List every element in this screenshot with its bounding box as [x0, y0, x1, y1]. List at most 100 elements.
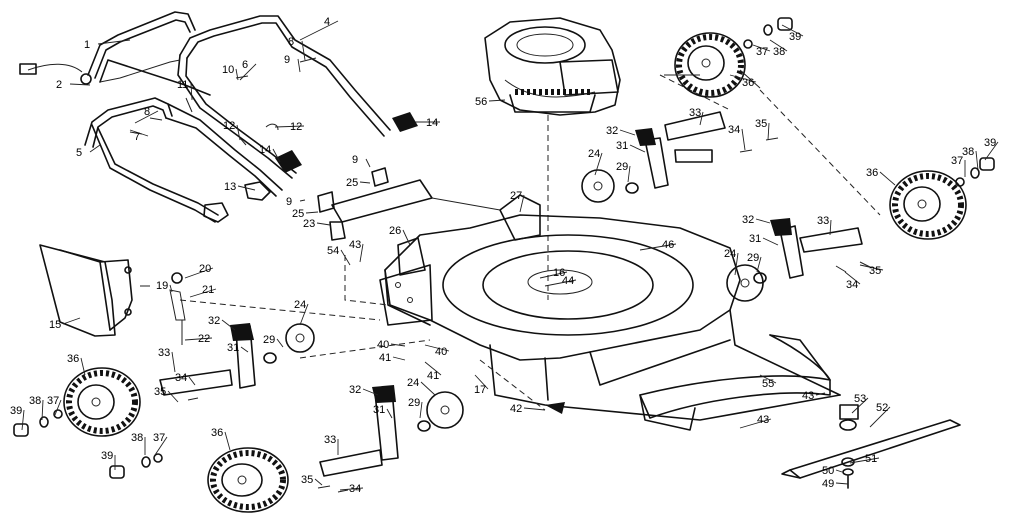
callout-29: 29 — [263, 334, 284, 348]
callout-leader — [781, 24, 804, 37]
part-number-label: 12 — [290, 121, 302, 133]
callout-leader — [544, 279, 577, 287]
callout-6: 6 — [239, 59, 257, 81]
part-number-label: 14 — [426, 117, 438, 129]
part-number-label: 38 — [773, 46, 785, 58]
part-number-label: 31 — [373, 404, 385, 416]
part-number-label: 36 — [211, 427, 223, 439]
part-number-label: 34 — [846, 279, 858, 291]
callout-24: 24 — [588, 148, 603, 176]
callout-2: 2 — [56, 79, 91, 91]
callout-24: 24 — [407, 377, 436, 396]
part-number-label: 37 — [951, 155, 963, 167]
part-number-label: 33 — [324, 434, 336, 446]
wheels — [13, 17, 995, 513]
callout-leader — [975, 150, 979, 171]
callout-leader — [755, 218, 771, 224]
callout-leader — [767, 122, 770, 141]
callout-44: 44 — [544, 275, 577, 287]
part-number-label: 36 — [742, 77, 754, 89]
callout-leader — [299, 20, 339, 41]
callout-leader — [539, 271, 568, 279]
callout-21: 21 — [189, 284, 217, 298]
part-number-label: 51 — [865, 453, 877, 465]
callout-leader — [301, 40, 306, 61]
callout-leader — [240, 346, 249, 353]
part-number-label: 21 — [202, 284, 214, 296]
part-number-label: 36 — [67, 353, 79, 365]
callout-leader — [339, 487, 364, 491]
callout-27: 27 — [510, 190, 525, 213]
callout-36: 36 — [866, 167, 896, 186]
callout-leader — [984, 141, 999, 161]
callout-leader — [359, 181, 371, 184]
callout-leader — [769, 39, 788, 52]
callout-leader — [62, 317, 81, 325]
part-number-label: 41 — [379, 352, 391, 364]
callout-41: 41 — [424, 361, 442, 382]
callout-leader — [314, 478, 323, 486]
callout-15: 15 — [49, 317, 81, 331]
part-number-label: 44 — [562, 275, 574, 287]
callout-leader — [835, 482, 849, 485]
callout-34: 34 — [844, 271, 861, 291]
callout-33: 33 — [817, 215, 832, 236]
callout-12: 12 — [223, 120, 241, 141]
part-number-label: 35 — [154, 386, 166, 398]
part-number-label: 34 — [349, 483, 361, 495]
callout-36: 36 — [67, 353, 86, 376]
callout-leader — [171, 351, 176, 373]
callout-leader — [639, 243, 677, 251]
callout-17: 17 — [474, 374, 489, 396]
part-number-label: 31 — [227, 342, 239, 354]
part-number-label: 37 — [153, 432, 165, 444]
part-number-label: 43 — [757, 414, 769, 426]
callout-39: 39 — [10, 405, 25, 431]
callout-leader — [54, 399, 62, 416]
callout-leader — [184, 337, 213, 341]
callout-35: 35 — [154, 386, 179, 403]
callout-14: 14 — [415, 117, 440, 129]
callout-leader — [762, 237, 779, 246]
callout-37: 37 — [951, 155, 966, 177]
part-number-label: 32 — [208, 315, 220, 327]
callout-20: 20 — [184, 263, 214, 279]
part-number-label: 34 — [175, 372, 187, 384]
callout-leader — [741, 128, 746, 151]
callout-leader — [523, 407, 546, 411]
part-number-label: 12 — [223, 120, 235, 132]
callout-leader — [239, 63, 257, 81]
callout-4: 4 — [299, 16, 339, 41]
part-number-label: 19 — [156, 280, 168, 292]
callout-leader — [305, 211, 319, 214]
part-number-label: 9 — [352, 154, 358, 166]
part-number-label: 33 — [158, 347, 170, 359]
callout-55: 55 — [759, 374, 777, 390]
callout-10: 10 — [222, 64, 239, 81]
callout-leader — [237, 185, 256, 191]
callout-leader — [80, 357, 86, 376]
callout-37: 37 — [752, 44, 771, 58]
part-number-label: 39 — [10, 405, 22, 417]
callout-leader — [752, 44, 771, 52]
part-number-label: 43 — [349, 239, 361, 251]
part-number-label: 13 — [224, 181, 236, 193]
callout-50: 50 — [822, 465, 843, 477]
part-number-label: 29 — [747, 252, 759, 264]
part-number-label: 49 — [822, 478, 834, 490]
callout-leader — [756, 256, 762, 273]
callout-9: 9 — [286, 196, 306, 208]
part-number-label: 35 — [301, 474, 313, 486]
callout-37: 37 — [47, 395, 62, 416]
callout-11: 11 — [177, 79, 193, 101]
callout-29: 29 — [616, 161, 631, 183]
callout-8: 8 — [134, 106, 159, 124]
callout-leader — [879, 171, 896, 186]
callout-34: 34 — [339, 483, 364, 495]
part-number-label: 2 — [56, 79, 62, 91]
callout-leader — [272, 148, 281, 163]
callout-leader — [129, 129, 149, 137]
callout-36: 36 — [729, 74, 757, 89]
callout-leader — [424, 344, 450, 352]
part-number-label: 38 — [29, 395, 41, 407]
